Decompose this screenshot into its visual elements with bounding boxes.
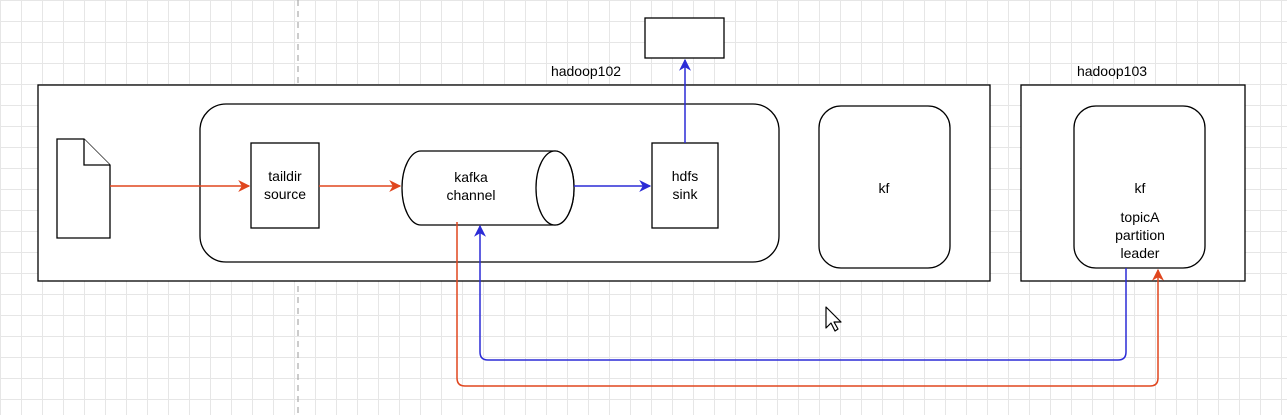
kafka-channel-label-1: kafka [454, 169, 488, 185]
host-hadoop103-label: hadoop103 [1077, 63, 1147, 79]
mouse-pointer-icon [825, 306, 842, 332]
edge-kafka-to-channel [474, 224, 1127, 361]
edge-channel-to-kafka [456, 222, 1164, 387]
hdfs-sink-label-2: sink [673, 186, 699, 202]
taildir-source-label-1: taildir [268, 168, 302, 184]
kafka-channel-cylinder[interactable] [401, 150, 575, 226]
hdfs-sink-box[interactable] [651, 142, 719, 229]
document-icon[interactable] [56, 138, 111, 239]
hdfs-sink-label-1: hdfs [672, 168, 698, 184]
kafka-broker-local-label: kf [879, 180, 890, 196]
kafka-broker-local[interactable] [818, 105, 951, 269]
host-hadoop102-label: hadoop102 [551, 63, 621, 79]
kafka-broker-remote-label: kf [1135, 180, 1146, 196]
kafka-broker-remote[interactable] [1073, 105, 1206, 269]
taildir-source-box[interactable] [250, 142, 320, 229]
kafka-partition-label: partition [1115, 227, 1165, 243]
kafka-leader-label: leader [1121, 245, 1160, 261]
taildir-source-label-2: source [264, 186, 306, 202]
hdfs-output-box[interactable] [644, 17, 725, 59]
kafka-topic-label: topicA [1121, 209, 1161, 225]
kafka-channel-label-2: channel [446, 187, 495, 203]
